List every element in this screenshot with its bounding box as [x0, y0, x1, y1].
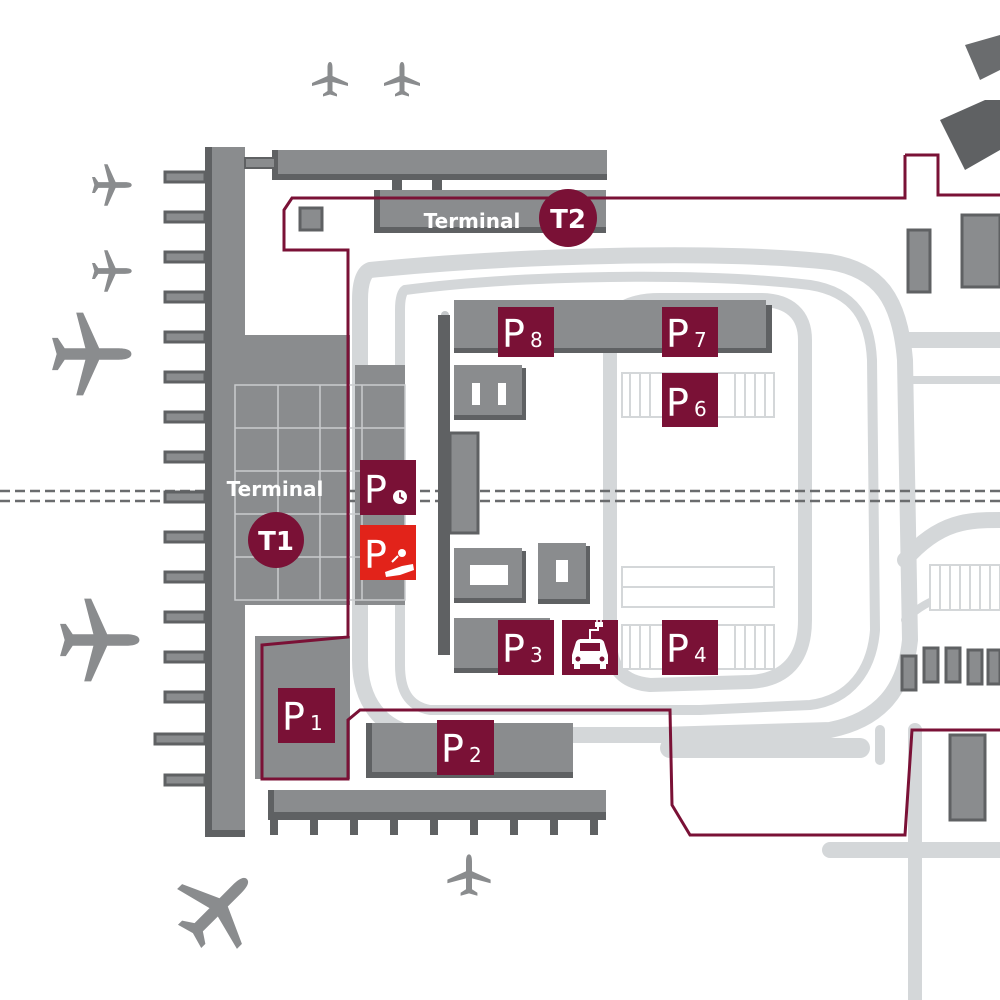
terminal-2-label: Terminal T2: [424, 189, 597, 247]
airplane-icon: [312, 62, 348, 97]
airplane-icon: [384, 62, 420, 97]
parking-p6-letter: P: [666, 381, 689, 425]
airplane-icon: [159, 849, 277, 967]
terminal-1-name: Terminal: [227, 477, 324, 501]
parking-p8-number: 8: [530, 328, 543, 352]
terminal-2-name: Terminal: [424, 209, 521, 233]
parking-p7[interactable]: P 7: [662, 307, 718, 357]
ev-charging-badge[interactable]: [562, 620, 618, 675]
airplane-icon: [60, 598, 140, 682]
parking-p2-letter: P: [441, 727, 464, 771]
airport-boundary-line: [260, 153, 1000, 837]
rail-line: [0, 489, 1000, 503]
airplane-icon: [92, 250, 132, 292]
parking-p3-number: 3: [530, 643, 543, 667]
airplane-icon: [447, 854, 491, 896]
parking-p1[interactable]: P 1: [278, 688, 335, 743]
parking-e-charging[interactable]: P: [360, 525, 416, 580]
parking-p7-letter: P: [666, 312, 689, 356]
plug-car-icon: [385, 549, 414, 577]
ev-charging-car-icon: [572, 620, 608, 669]
parking-p6[interactable]: P 6: [662, 373, 718, 427]
parking-p6-number: 6: [694, 397, 707, 421]
airplane-icon: [52, 312, 132, 396]
parking-short-term-letter: P: [364, 468, 387, 512]
parking-p8[interactable]: P 8: [498, 307, 554, 357]
clock-icon: [393, 490, 407, 504]
parking-p1-letter: P: [282, 695, 305, 739]
terminal-2-code: T2: [550, 205, 586, 235]
parking-p8-letter: P: [502, 312, 525, 356]
terminal-1-code: T1: [258, 527, 294, 557]
parking-p3-letter: P: [502, 627, 525, 671]
parking-short-term[interactable]: P: [360, 460, 416, 515]
parking-p2-number: 2: [469, 743, 482, 767]
parking-e-charging-letter: P: [364, 533, 387, 577]
parking-p2[interactable]: P 2: [437, 720, 494, 775]
parking-p3[interactable]: P 3: [498, 620, 554, 675]
parking-p4-letter: P: [666, 627, 689, 671]
parking-p7-number: 7: [694, 328, 707, 352]
terminal-1-label: Terminal T1: [227, 477, 324, 568]
parking-p4-number: 4: [694, 643, 707, 667]
parking-p1-number: 1: [310, 711, 323, 735]
airplane-icon: [92, 164, 132, 206]
parking-p4[interactable]: P 4: [662, 620, 718, 675]
